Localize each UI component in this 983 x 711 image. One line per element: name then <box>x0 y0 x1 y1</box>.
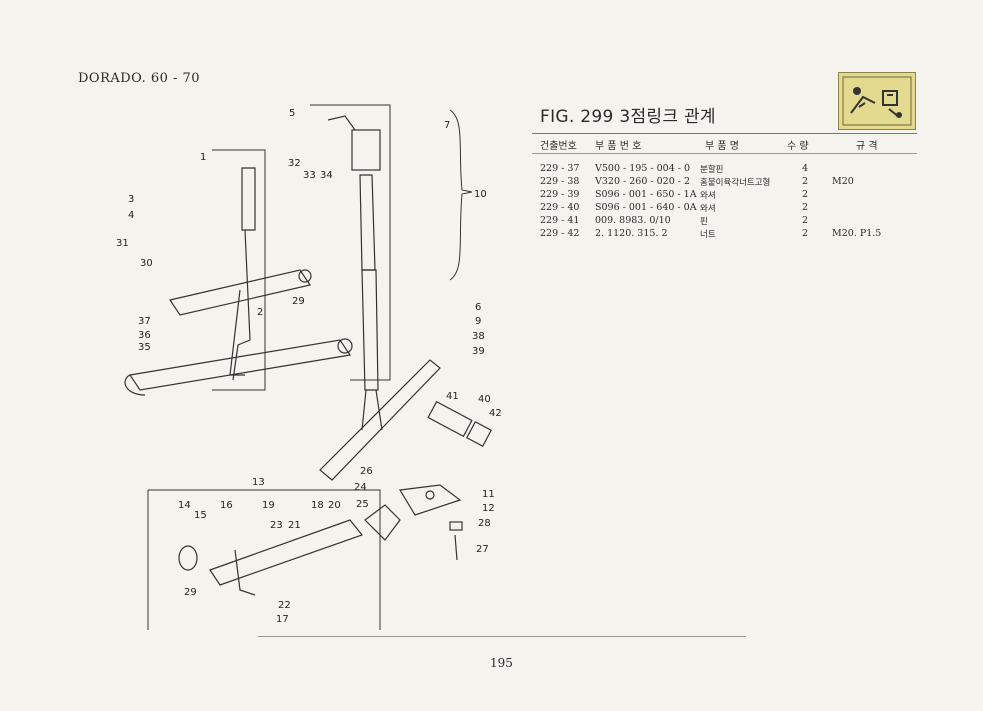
col-header-spec: 규 격 <box>856 141 878 152</box>
callout: 25 <box>356 499 369 510</box>
row-no: 229 - 39 <box>540 189 580 200</box>
callout: 41 <box>446 391 459 402</box>
row-part: 009. 8983. 0/10 <box>595 215 671 226</box>
callout: 30 <box>140 258 153 269</box>
row-name: 핀 <box>700 217 708 227</box>
table-row: 229 - 39 S096 - 001 - 650 - 1A 와셔 2 <box>540 189 910 202</box>
row-name: 분할핀 <box>700 165 724 175</box>
callout: 32 <box>288 158 301 169</box>
row-qty: 2 <box>802 228 809 239</box>
callout: 11 <box>482 489 495 500</box>
tractor-linkage-icon <box>842 76 912 126</box>
callout: 13 <box>252 477 265 488</box>
callout: 16 <box>220 500 233 511</box>
row-name: 너트 <box>700 230 716 240</box>
row-no: 229 - 38 <box>540 176 580 187</box>
row-part: S096 - 001 - 640 - 0A <box>595 202 697 213</box>
callout: 42 <box>489 408 502 419</box>
callout-labels: 1 2 3 4 5 6 7 9 10 11 12 13 14 15 16 17 … <box>116 108 502 625</box>
callout: 20 <box>328 500 341 511</box>
row-qty: 2 <box>802 176 809 187</box>
table-row: 229 - 42 2. 1120. 315. 2 너트 2 M20. P1.5 <box>540 228 910 241</box>
callout: 26 <box>360 466 373 477</box>
row-qty: 2 <box>802 189 809 200</box>
model-header: DORADO. 60 - 70 <box>78 71 201 86</box>
callout: 7 <box>444 120 450 131</box>
callout: 39 <box>472 346 485 357</box>
callout: 33 <box>303 170 316 181</box>
callout: 29 <box>184 587 197 598</box>
callout: 4 <box>128 210 134 221</box>
row-part: V500 - 195 - 004 - 0 <box>595 163 691 174</box>
table-row: 229 - 40 S096 - 001 - 640 - 0A 와셔 2 <box>540 202 910 215</box>
callout: 37 <box>138 316 151 327</box>
title-rule <box>532 133 917 134</box>
section-thumbnail-icon <box>838 72 916 130</box>
callout: 12 <box>482 503 495 514</box>
row-part: 2. 1120. 315. 2 <box>595 228 668 239</box>
callout: 10 <box>474 189 487 200</box>
callout: 15 <box>194 510 207 521</box>
callout: 23 <box>270 520 283 531</box>
callout: 27 <box>476 544 489 555</box>
callout: 19 <box>262 500 275 511</box>
col-header-name: 부 품 명 <box>705 141 739 152</box>
col-header-part: 부 품 번 호 <box>595 141 642 152</box>
callout: 21 <box>288 520 301 531</box>
row-part: S096 - 001 - 650 - 1A <box>595 189 697 200</box>
row-part: V320 - 260 - 020 - 2 <box>595 176 691 187</box>
callout: 18 <box>311 500 324 511</box>
callout: 6 <box>475 302 481 313</box>
header-rule <box>532 153 917 154</box>
callout: 28 <box>478 518 491 529</box>
row-name: 홈붙이육각너트고형 <box>700 178 771 188</box>
callout: 17 <box>276 614 289 625</box>
table-row: 229 - 38 V320 - 260 - 020 - 2 홈붙이육각너트고형 … <box>540 176 910 189</box>
col-header-qty: 수 량 <box>787 141 809 152</box>
figure-title: FIG. 299 3점링크 관계 <box>540 107 716 127</box>
exploded-parts-diagram: 1 2 3 4 5 6 7 9 10 11 12 13 14 15 16 17 … <box>116 104 502 630</box>
col-header-no: 건출번호 <box>540 141 577 152</box>
callout: 5 <box>289 108 295 119</box>
page-number: 195 <box>490 656 513 670</box>
footer-rule <box>258 636 746 637</box>
row-no: 229 - 41 <box>540 215 580 226</box>
callout: 40 <box>478 394 491 405</box>
callout: 9 <box>475 316 481 327</box>
callout: 24 <box>354 482 367 493</box>
row-qty: 2 <box>802 215 809 226</box>
row-qty: 4 <box>802 163 809 174</box>
callout: 1 <box>200 152 206 163</box>
callout: 36 <box>138 330 151 341</box>
row-name: 와셔 <box>700 191 716 201</box>
callout: 22 <box>278 600 291 611</box>
callout: 3 <box>128 194 134 205</box>
row-no: 229 - 42 <box>540 228 580 239</box>
row-no: 229 - 40 <box>540 202 580 213</box>
row-qty: 2 <box>802 202 809 213</box>
row-name: 와셔 <box>700 204 716 214</box>
row-spec: M20 <box>832 176 854 187</box>
table-row: 229 - 41 009. 8983. 0/10 핀 2 <box>540 215 910 228</box>
row-spec: M20. P1.5 <box>832 228 882 239</box>
table-row: 229 - 37 V500 - 195 - 004 - 0 분할핀 4 <box>540 163 910 176</box>
callout: 31 <box>116 238 129 249</box>
callout: 38 <box>472 331 485 342</box>
callout: 34 <box>320 170 333 181</box>
callout: 35 <box>138 342 151 353</box>
row-no: 229 - 37 <box>540 163 580 174</box>
callout: 29 <box>292 296 305 307</box>
callout: 14 <box>178 500 191 511</box>
callout: 2 <box>257 307 263 318</box>
